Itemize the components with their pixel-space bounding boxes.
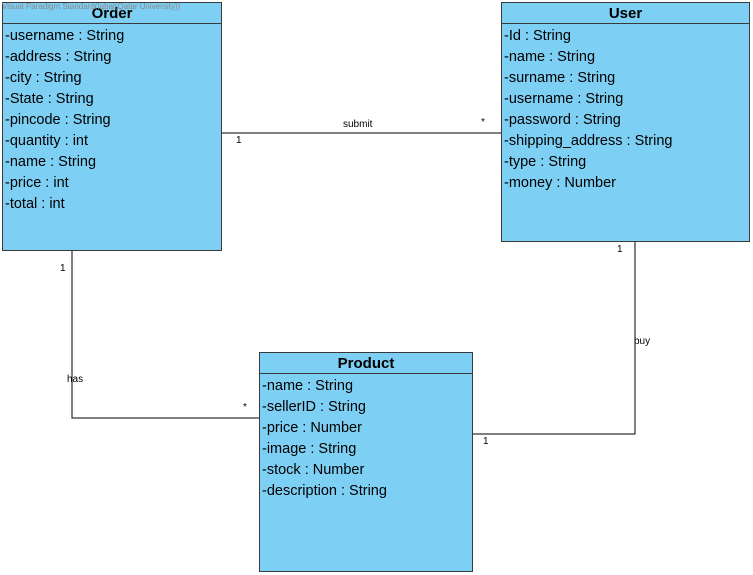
order-class[interactable]: Order -username : String -address : Stri…	[2, 2, 222, 251]
submit-association-label: submit	[343, 119, 373, 130]
has-association-line	[71, 251, 259, 419]
product-attribute: -image : String	[262, 441, 357, 457]
submit-order-multiplicity: 1	[236, 135, 242, 146]
user-class-name: User	[502, 3, 749, 24]
product-attribute: -sellerID : String	[262, 399, 366, 415]
order-attribute: -total : int	[5, 196, 65, 212]
order-attribute: -pincode : String	[5, 112, 111, 128]
user-attribute: -name : String	[504, 49, 596, 65]
watermark: Visual Paradigm Standard(Iqbal(Qatar Uni…	[2, 2, 181, 11]
order-class-name: Order	[3, 3, 221, 24]
submit-user-multiplicity: *	[481, 117, 485, 128]
user-attribute: -surname : String	[504, 70, 616, 86]
has-order-multiplicity: 1	[60, 263, 66, 274]
order-attributes: -username : String -address : String -ci…	[3, 24, 221, 215]
has-product-multiplicity: *	[243, 402, 247, 413]
user-attribute: -money : Number	[504, 175, 617, 191]
has-association-label: has	[67, 374, 84, 385]
product-attribute: -name : String	[262, 378, 354, 394]
order-attribute: -name : String	[5, 154, 97, 170]
user-attribute: -password : String	[504, 112, 621, 128]
product-class-name: Product	[260, 353, 472, 374]
order-attribute: -price : int	[5, 175, 69, 191]
user-attribute: -type : String	[504, 154, 587, 170]
buy-association-label: buy	[634, 336, 651, 347]
order-attribute: -quantity : int	[5, 133, 89, 149]
order-attribute: -address : String	[5, 49, 112, 65]
order-attribute: -username : String	[5, 28, 125, 44]
buy-association-line	[473, 242, 636, 435]
buy-product-multiplicity: 1	[483, 436, 489, 447]
order-attribute: -State : String	[5, 91, 94, 107]
product-attribute: -price : Number	[262, 420, 362, 436]
user-attribute: -shipping_address : String	[504, 133, 673, 149]
product-attribute: -stock : Number	[262, 462, 365, 478]
product-attributes: -name : String -sellerID : String -price…	[260, 374, 472, 502]
product-class[interactable]: Product -name : String -sellerID : Strin…	[259, 352, 473, 572]
user-class[interactable]: User -Id : String -name : String -surnam…	[501, 2, 750, 242]
buy-user-multiplicity: 1	[617, 244, 623, 255]
user-attribute: -Id : String	[504, 28, 571, 44]
user-attribute: -username : String	[504, 91, 624, 107]
order-attribute: -city : String	[5, 70, 82, 86]
product-attribute: -description : String	[262, 483, 387, 499]
user-attributes: -Id : String -name : String -surname : S…	[502, 24, 749, 194]
